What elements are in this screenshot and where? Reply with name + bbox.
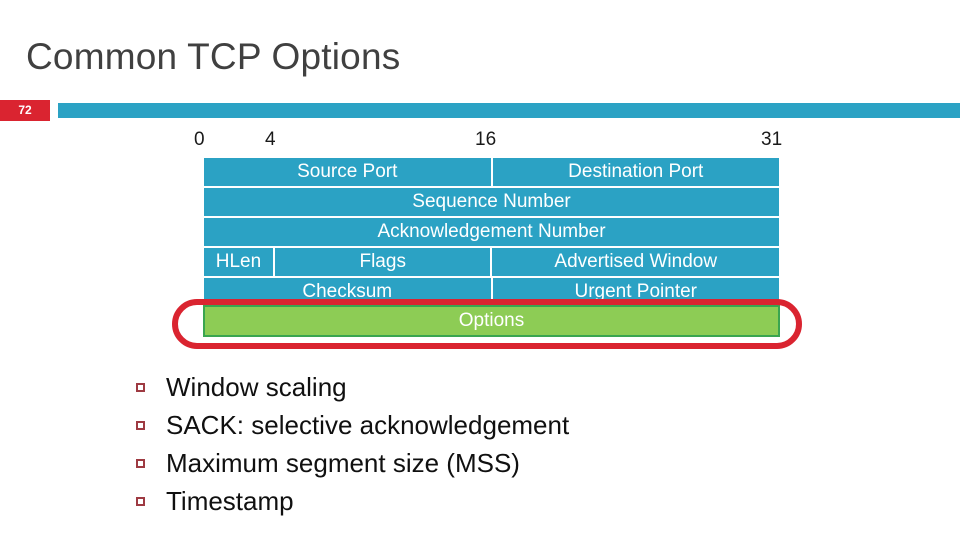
table-row: Checksum Urgent Pointer [203,277,780,307]
field-advertised-window: Advertised Window [491,247,780,277]
field-acknowledgement-number: Acknowledgement Number [203,217,780,247]
bit-tick-0: 0 [194,129,205,150]
field-flags: Flags [273,247,492,277]
table-row: Sequence Number [203,187,780,217]
list-item: SACK: selective acknowledgement [118,406,878,444]
table-row: HLen Flags Advertised Window [203,247,780,277]
square-bullet-icon [136,383,145,392]
list-item-label: Timestamp [166,486,294,516]
field-checksum: Checksum [203,277,492,307]
list-item-label: SACK: selective acknowledgement [166,410,570,440]
page-title: Common TCP Options [26,36,401,77]
bit-position-ruler: 0 4 16 31 [194,128,783,152]
square-bullet-icon [136,459,145,468]
table-row: Source Port Destination Port [203,157,780,187]
field-sequence-number: Sequence Number [203,187,780,217]
list-item-label: Maximum segment size (MSS) [166,448,520,478]
list-item: Window scaling [118,368,878,406]
square-bullet-icon [136,421,145,430]
field-options: Options [203,305,780,337]
field-destination-port: Destination Port [491,157,780,187]
field-source-port: Source Port [203,157,492,187]
bit-tick-4: 4 [265,129,276,150]
bit-tick-16: 16 [475,129,497,150]
tcp-header-diagram: Source Port Destination Port Sequence Nu… [203,157,780,307]
list-item-label: Window scaling [166,372,347,402]
table-row: Acknowledgement Number [203,217,780,247]
field-hlen: HLen [203,247,274,277]
square-bullet-icon [136,497,145,506]
slide-number-badge: 72 [0,100,50,121]
list-item: Maximum segment size (MSS) [118,444,878,482]
list-item: Timestamp [118,482,878,520]
bit-tick-31: 31 [761,129,783,150]
options-bullet-list: Window scaling SACK: selective acknowled… [118,368,878,520]
header-accent-bar [58,103,960,118]
field-urgent-pointer: Urgent Pointer [491,277,780,307]
